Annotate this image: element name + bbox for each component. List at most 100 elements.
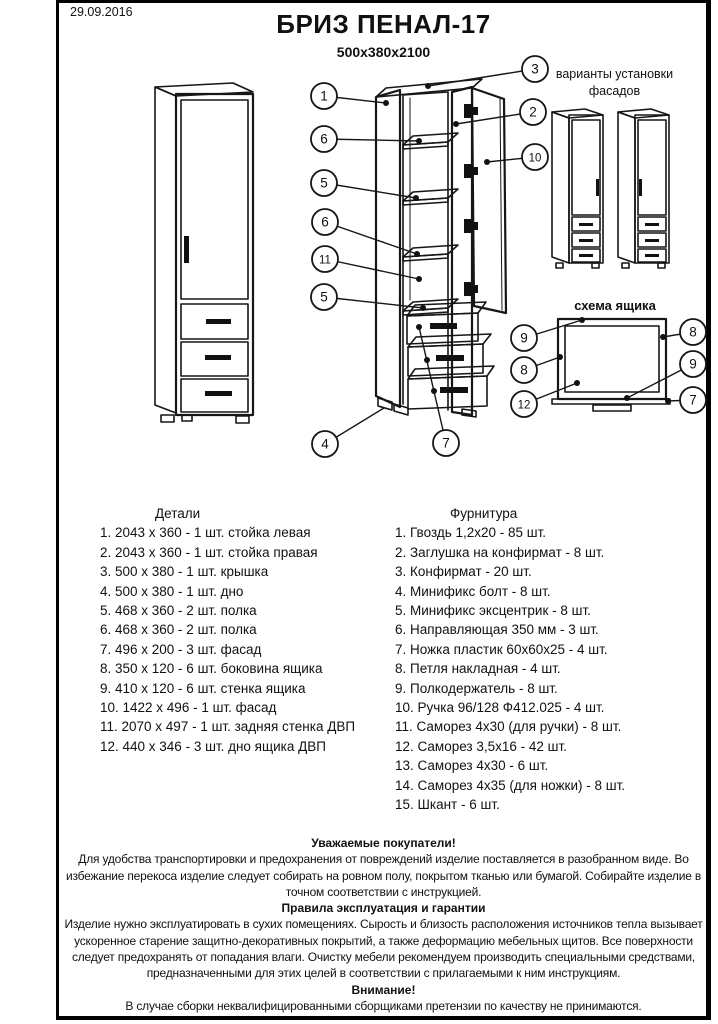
parts-heading: Детали xyxy=(155,506,201,521)
hardware-list-item: 5. Минификс эксцентрик - 8 шт. xyxy=(395,603,591,619)
dimensions-subtitle: 500х380х2100 xyxy=(336,44,431,60)
callout-target-dot xyxy=(453,121,459,127)
open-door xyxy=(470,86,508,315)
cabinet-foot xyxy=(555,262,564,269)
callout-target-dot xyxy=(579,317,585,323)
callout-circle xyxy=(310,82,338,110)
footer-line: ускоренное старение защитно-декоративных… xyxy=(74,933,693,948)
callout-circle xyxy=(510,356,538,384)
hardware-list-item: 6. Направляющая 350 мм - 3 шт. xyxy=(395,622,599,638)
drawer-front xyxy=(180,378,249,413)
footer-line: Внимание! xyxy=(351,982,416,997)
cabinet-foot xyxy=(235,415,250,424)
shelf xyxy=(402,188,459,206)
exploded-drawer xyxy=(407,333,492,377)
drawer-front xyxy=(180,341,249,377)
shelf xyxy=(402,298,459,316)
callout-circle xyxy=(521,143,549,171)
footer-line: точном соответствии с инструкцией. xyxy=(285,884,482,899)
callout-leader-line xyxy=(324,258,420,280)
drawer-scheme-heading: схема ящика xyxy=(574,298,656,313)
callout-circle xyxy=(679,350,707,378)
cabinet-front-face xyxy=(174,92,255,417)
callout-circle xyxy=(679,386,707,414)
callout-target-dot xyxy=(416,276,422,282)
variants-heading-line1: варианты установки xyxy=(555,67,674,81)
footer-line: следует предохранять от попадания влаги.… xyxy=(71,950,696,965)
hardware-list-item: 10. Ручка 96/128 Ф412.025 - 4 шт. xyxy=(395,700,605,716)
date-label: 29.09.2016 xyxy=(70,5,133,19)
callout-circle xyxy=(311,208,339,236)
cabinet-door xyxy=(180,99,249,300)
hardware-heading: Фурнитура xyxy=(450,506,518,521)
drawer-front xyxy=(180,303,249,340)
cabinet-foot xyxy=(657,262,666,269)
callout-circle xyxy=(510,324,538,352)
variant-door xyxy=(637,119,667,216)
exploded-drawer xyxy=(407,365,495,410)
door-hinge xyxy=(464,104,478,118)
callout-number: 8 xyxy=(520,363,528,378)
callout-circle xyxy=(679,318,707,346)
cabinet-foot xyxy=(160,414,175,423)
variants-heading: варианты установки фасадов xyxy=(537,66,692,100)
hardware-list-item: 9. Полкодержатель - 8 шт. xyxy=(395,680,558,696)
hardware-list-item: 13. Саморез 4х30 - 6 шт. xyxy=(395,758,549,774)
drawer-scheme-handle xyxy=(592,404,632,412)
callout-number: 7 xyxy=(689,393,697,408)
shelf xyxy=(402,244,459,262)
drawer-handle xyxy=(205,355,231,360)
callout-number: 9 xyxy=(520,331,528,346)
callout-circle xyxy=(519,98,547,126)
callout-target-dot xyxy=(383,100,389,106)
callout-number: 6 xyxy=(320,132,328,147)
parts-list-item: 9. 410 х 120 - 6 шт. стенка ящика xyxy=(100,680,306,696)
cabinet-foot xyxy=(591,262,600,269)
footer-line: Для удобства транспортировки и предохран… xyxy=(78,852,689,867)
callout-target-dot xyxy=(431,388,437,394)
callout-leader-line xyxy=(323,138,420,142)
top-panel xyxy=(375,78,483,98)
parts-list-item: 10. 1422 х 496 - 1 шт. фасад xyxy=(100,700,277,716)
callout-target-dot xyxy=(665,398,671,404)
callout-target-dot xyxy=(425,83,431,89)
variants-heading-line2: фасадов xyxy=(588,84,641,98)
callout-target-dot xyxy=(557,354,563,360)
callout-number: 11 xyxy=(319,255,331,267)
hardware-list-item: 8. Петля накладная - 4 шт. xyxy=(395,661,561,677)
plastic-foot xyxy=(393,403,409,416)
footer-line: предназначенными для этих целей в соотве… xyxy=(146,966,621,981)
callout-target-dot xyxy=(424,357,430,363)
callout-target-dot xyxy=(414,251,420,257)
callout-leader-line xyxy=(418,326,447,444)
plastic-foot xyxy=(461,408,477,418)
parts-list-item: 5. 468 х 360 - 2 шт. полка xyxy=(100,603,257,619)
callout-number: 5 xyxy=(320,176,328,191)
callout-leader-line xyxy=(427,68,536,87)
parts-list-item: 6. 468 х 360 - 2 шт. полка xyxy=(100,622,257,638)
callout-target-dot xyxy=(484,159,490,165)
callout-leader-line xyxy=(323,296,424,309)
callout-number: 6 xyxy=(321,215,329,230)
callout-circle xyxy=(521,55,549,83)
hardware-list-item: 1. Гвоздь 1,2х20 - 85 шт. xyxy=(395,525,547,541)
callout-number: 4 xyxy=(321,437,329,452)
door-handle xyxy=(596,179,599,196)
callout-circle xyxy=(311,245,339,273)
left-side-panel xyxy=(374,88,402,409)
exploded-view-drawing xyxy=(374,78,508,418)
door-handle xyxy=(639,179,642,196)
hardware-list-item: 3. Конфирмат - 20 шт. xyxy=(395,564,532,580)
drawer-facade xyxy=(551,398,671,405)
drawer-box-inner xyxy=(564,325,660,393)
callout-target-dot xyxy=(660,334,666,340)
hardware-list-item: 4. Минификс болт - 8 шт. xyxy=(395,583,551,599)
assembled-cabinet-drawing xyxy=(154,82,255,424)
callout-number: 3 xyxy=(531,62,539,77)
callout-circle xyxy=(311,430,339,458)
footer-line: В случае сборки неквалифицированными сбо… xyxy=(125,998,642,1013)
drawer-handle xyxy=(436,355,464,361)
